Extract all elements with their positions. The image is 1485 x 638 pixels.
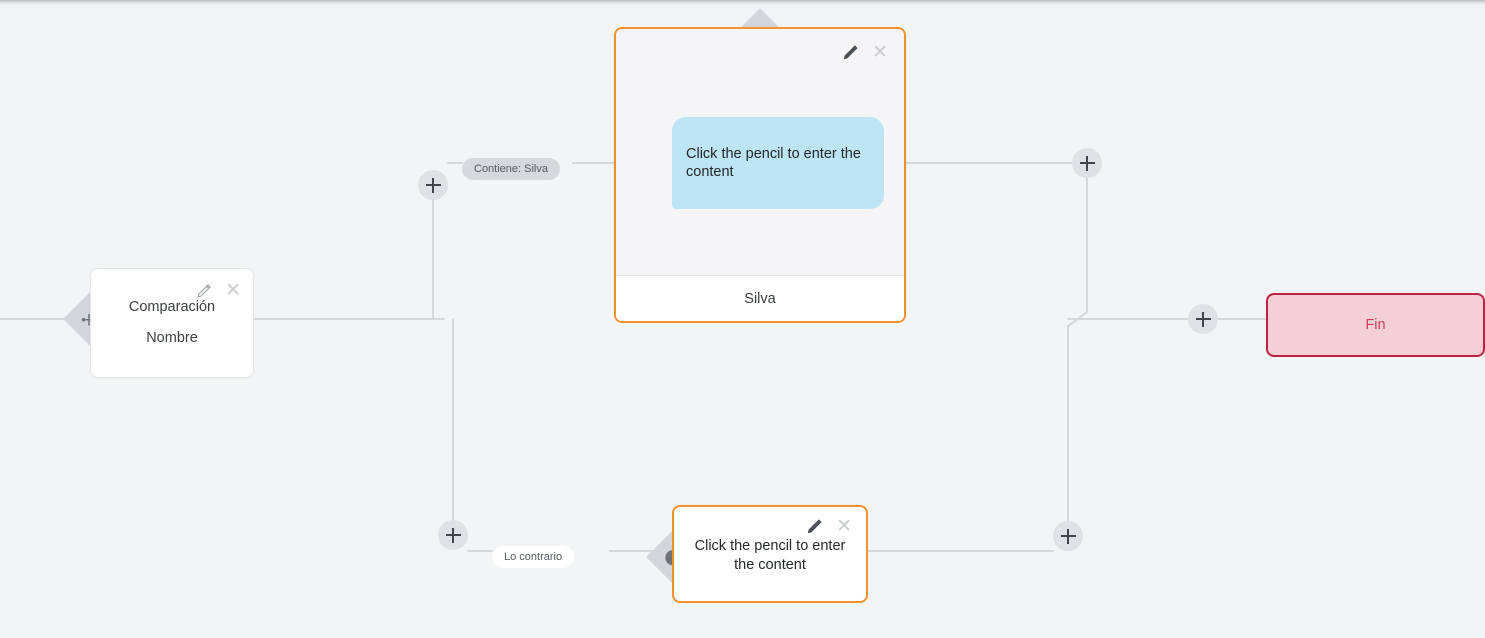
edge-wait-merge (1067, 318, 1079, 537)
pencil-icon[interactable] (843, 45, 858, 60)
node-message[interactable]: ✕ Click the pencil to enter the content … (614, 27, 906, 323)
add-node-branch-false[interactable] (438, 520, 468, 550)
close-icon[interactable]: ✕ (225, 280, 241, 301)
node-comparison-title: Comparación (128, 299, 216, 315)
node-message-footer: Silva (616, 275, 904, 321)
node-end-label: Fin (1365, 317, 1386, 333)
node-comparison-titles: Comparación Nombre (91, 299, 253, 346)
add-node-after-wait[interactable] (1053, 521, 1083, 551)
node-comparison-subtitle: Nombre (146, 330, 198, 346)
pencil-icon[interactable] (807, 519, 822, 534)
node-message-actions: ✕ (843, 43, 888, 62)
window-chrome-strip (0, 0, 1485, 6)
node-wait[interactable]: ✕ Click the pencil to enter the content (672, 505, 868, 603)
edge-label-contiene[interactable]: Contiene: Silva (462, 158, 560, 180)
close-icon[interactable]: ✕ (836, 516, 852, 537)
close-icon[interactable]: ✕ (872, 42, 888, 63)
add-node-before-end[interactable] (1188, 304, 1218, 334)
node-wait-actions: ✕ (807, 517, 852, 536)
node-wait-text: Click the pencil to enter the content (694, 538, 846, 574)
edge-label-lo-contrario[interactable]: Lo contrario (492, 546, 575, 568)
node-comparison-actions: ✕ (197, 281, 241, 300)
edge-message-merge (1077, 177, 1088, 320)
message-bubble: Click the pencil to enter the content (672, 117, 884, 209)
flow-canvas[interactable]: ✕ Comparación Nombre Contiene: Silva (0, 6, 1485, 638)
add-node-branch-true[interactable] (418, 170, 448, 200)
node-comparison[interactable]: ✕ Comparación Nombre (90, 268, 254, 378)
node-end[interactable]: Fin (1266, 293, 1485, 357)
pencil-icon[interactable] (197, 283, 211, 298)
add-node-after-message[interactable] (1072, 148, 1102, 178)
